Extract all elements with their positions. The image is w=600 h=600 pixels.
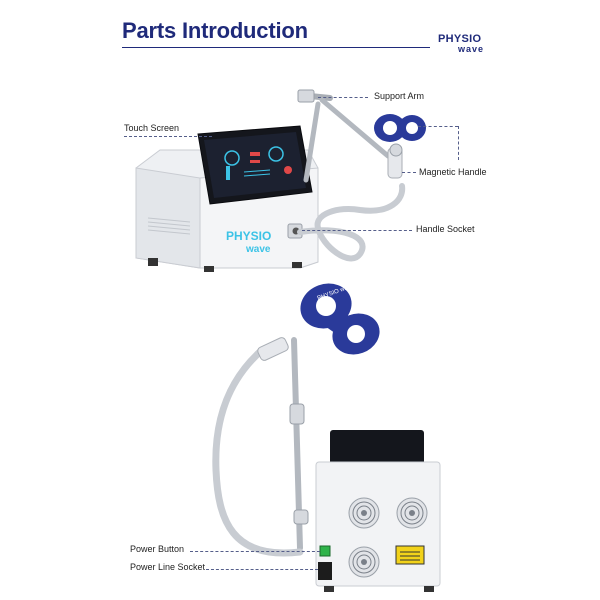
power-line-socket-label: Power Line Socket (130, 562, 206, 572)
page-title: Parts Introduction (122, 18, 308, 43)
device-back-view (315, 430, 441, 592)
power-line-socket (318, 562, 332, 580)
power-line-socket-leader (206, 569, 318, 570)
rear-fan-top-left (348, 497, 380, 529)
power-button-label: Power Button (130, 544, 185, 554)
magnetic-handle-leader-h2 (402, 172, 416, 173)
touch-screen-label: Touch Screen (124, 123, 180, 133)
rear-fan-bottom (348, 546, 380, 578)
brand-logo-line1: PHYSIO (438, 33, 482, 45)
front-logo-line1: PHYSIO (226, 229, 271, 243)
handle-socket-leader (302, 230, 412, 231)
magnetic-handle-leader-h1 (418, 126, 458, 127)
handle-cable (297, 183, 406, 262)
support-arm-leader (318, 97, 368, 98)
title-underline (122, 47, 430, 48)
magnetic-handle-large: PHYSIO wave (300, 283, 380, 355)
handle-socket-label: Handle Socket (416, 224, 475, 234)
magnetic-handle-top (374, 114, 426, 179)
brand-logo-line2: wave (458, 44, 485, 54)
touch-screen-leader (124, 136, 212, 137)
warning-label (395, 545, 425, 565)
front-logo-line2: wave (245, 244, 271, 255)
stand-arm-bottom (212, 337, 309, 557)
support-arm-label: Support Arm (374, 91, 425, 101)
power-button-leader (190, 551, 320, 552)
magnetic-handle-label: Magnetic Handle (419, 167, 487, 177)
brand-logo: PHYSIO wave (438, 33, 500, 55)
power-button (319, 545, 331, 557)
magnetic-handle-leader-v (458, 126, 459, 160)
front-logo: PHYSIO wave (226, 229, 271, 255)
rear-fan-top-right (396, 497, 428, 529)
touch-screen-panel (197, 125, 313, 205)
